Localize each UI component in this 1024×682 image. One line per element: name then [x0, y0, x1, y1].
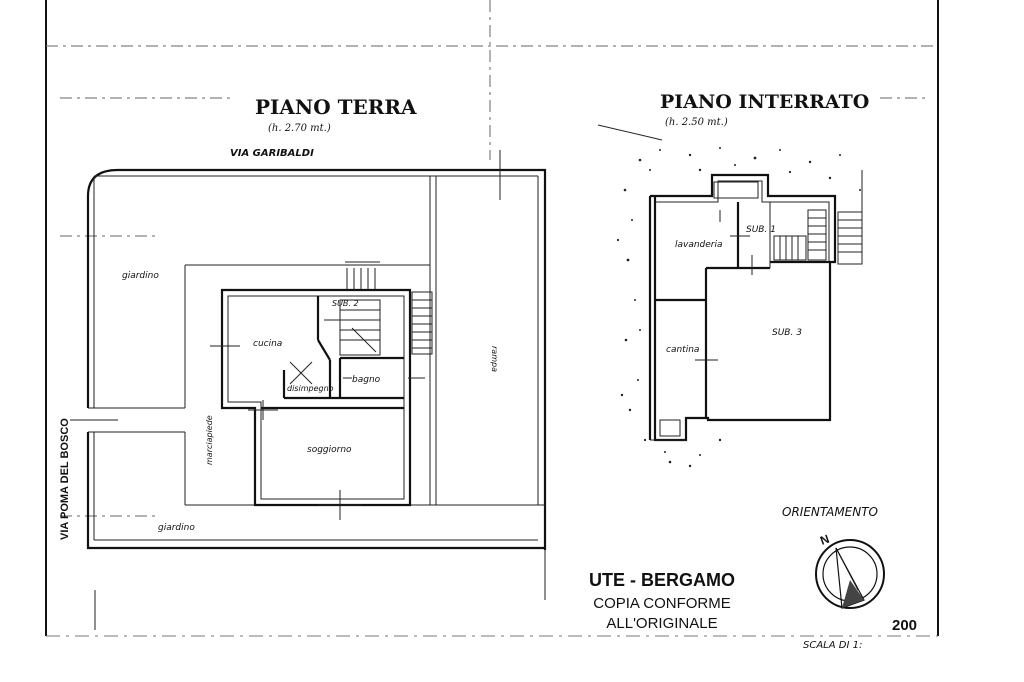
street-poma-label: VIA POMA DEL BOSCO: [59, 418, 71, 540]
stamp-line2: COPIA CONFORME: [593, 595, 731, 612]
room-cantina: cantina: [666, 345, 699, 355]
ground-floor-plan: PIANO TERRA (h. 2.70 mt.) VIA GARIBALDI: [59, 95, 547, 630]
scale-label: SCALA DI 1:: [803, 640, 862, 651]
street-garibaldi-label: VIA GARIBALDI: [230, 148, 314, 159]
ute-stamp: UTE - BERGAMO COPIA CONFORME ALL'ORIGINA…: [589, 570, 735, 632]
room-cucina: cucina: [253, 339, 282, 349]
ground-stairs: [339, 261, 381, 356]
room-disimpegno: disimpegno: [287, 384, 334, 393]
scale-value: 200: [892, 617, 917, 634]
north-indicator: N: [818, 532, 831, 548]
orientation-label: ORIENTAMENTO: [782, 505, 878, 519]
external-stairs: [411, 291, 433, 355]
room-lavanderia: lavanderia: [675, 240, 723, 250]
basement-stairs: [773, 170, 863, 265]
room-giardino-top: giardino: [122, 271, 159, 281]
orientation-compass: ORIENTAMENTO N: [782, 505, 885, 609]
room-sub2: SUB. 2: [332, 299, 359, 308]
stamp-line1: UTE - BERGAMO: [589, 570, 735, 590]
basement-height: (h. 2.50 mt.): [665, 117, 728, 128]
basement-title: PIANO INTERRATO: [660, 91, 869, 113]
room-sub1: SUB. 1: [746, 225, 776, 235]
earth-hatching: [616, 147, 861, 468]
room-giardino-bottom: giardino: [158, 523, 195, 533]
basement-plan: PIANO INTERRATO (h. 2.50 mt.): [597, 91, 869, 468]
label-marciapiede: marciapiede: [205, 415, 214, 465]
ground-floor-title: PIANO TERRA: [255, 95, 417, 119]
label-rampa: rampa: [490, 346, 499, 372]
room-bagno: bagno: [352, 375, 381, 385]
room-sub3: SUB. 3: [772, 328, 802, 338]
scale-note: 200 SCALA DI 1:: [803, 617, 917, 651]
stamp-line3: ALL'ORIGINALE: [606, 615, 717, 632]
sheet-frame: [45, 0, 939, 637]
ground-floor-height: (h. 2.70 mt.): [268, 123, 331, 134]
room-soggiorno: soggiorno: [307, 445, 352, 455]
